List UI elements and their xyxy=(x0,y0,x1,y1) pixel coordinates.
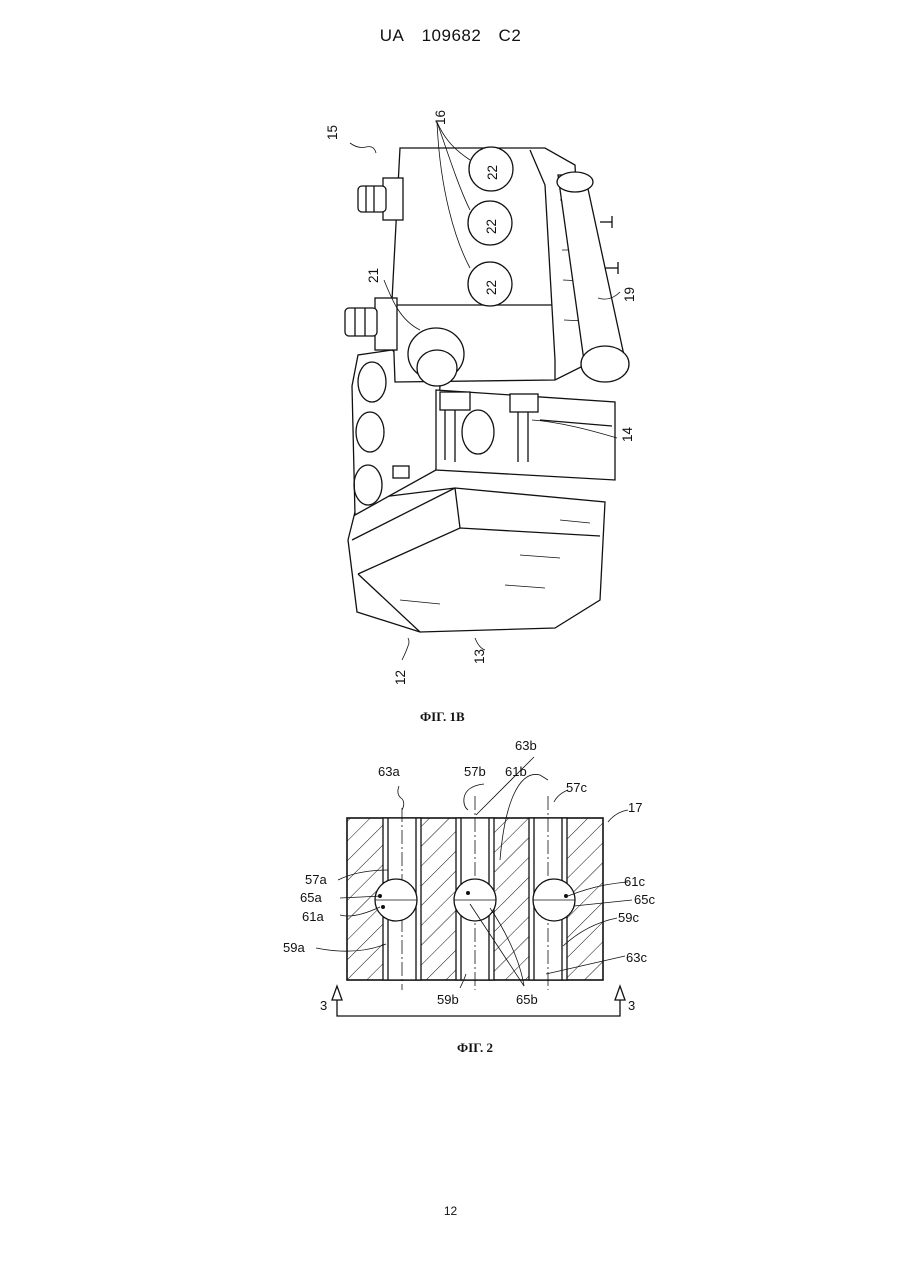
label-59c: 59c xyxy=(618,910,639,925)
section-line-3-3 xyxy=(332,986,625,1016)
label-57a: 57a xyxy=(305,872,327,887)
label-65b: 65b xyxy=(516,992,538,1007)
label-3-right: 3 xyxy=(628,998,635,1013)
page-number: 12 xyxy=(0,1204,901,1218)
label-61c: 61c xyxy=(624,874,645,889)
label-3-left: 3 xyxy=(320,998,327,1013)
label-57b: 57b xyxy=(464,764,486,779)
label-59a: 59a xyxy=(283,940,305,955)
figure-2-caption: ФІГ. 2 xyxy=(457,1040,493,1056)
label-17: 17 xyxy=(628,800,642,815)
label-63a: 63a xyxy=(378,764,400,779)
label-65c: 65c xyxy=(634,892,655,907)
label-59b: 59b xyxy=(437,992,459,1007)
label-57c: 57c xyxy=(566,780,587,795)
label-63c: 63c xyxy=(626,950,647,965)
label-65a: 65a xyxy=(300,890,322,905)
label-61a: 61a xyxy=(302,909,324,924)
label-61b: 61b xyxy=(505,764,527,779)
label-63b: 63b xyxy=(515,738,537,753)
